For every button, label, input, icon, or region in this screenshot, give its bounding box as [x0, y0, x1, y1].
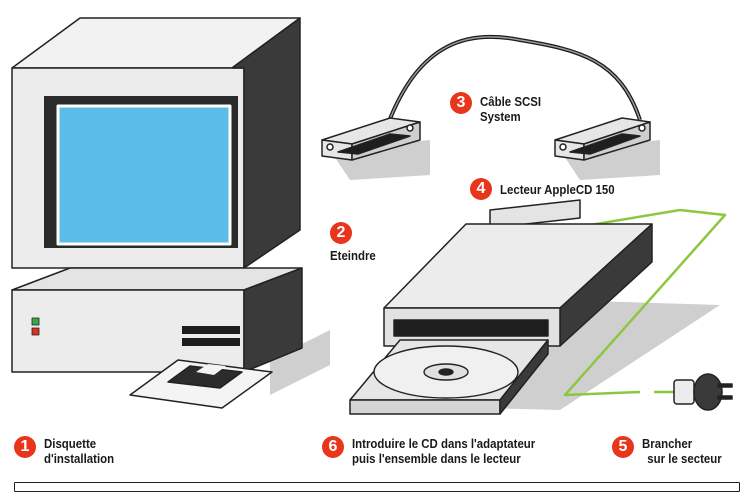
step-4: 4 Lecteur AppleCD 150 — [470, 178, 630, 200]
step-3: 3 Câble SCSI System — [450, 92, 549, 124]
step-2: 2 Eteindre — [330, 222, 382, 263]
step-badge: 2 — [330, 222, 352, 244]
power-cable — [559, 208, 727, 397]
step-label: Lecteur AppleCD 150 — [500, 182, 615, 197]
bottom-rule — [14, 482, 740, 492]
floppy-disk-icon — [129, 359, 273, 409]
step-label-line1: Eteindre — [330, 248, 376, 263]
step-label-line2: System — [480, 109, 521, 124]
step-badge: 3 — [450, 92, 472, 114]
step-label: Brancher sur le secteur — [642, 436, 722, 466]
step-label-line1: Lecteur AppleCD 150 — [500, 181, 615, 197]
step-label-line1: Disquette — [44, 436, 97, 451]
step-badge: 5 — [612, 436, 634, 458]
scsi-connector-icon — [554, 117, 651, 161]
step-badge: 6 — [322, 436, 344, 458]
step-6: 6 Introduire le CD dans l'adaptateur pui… — [322, 436, 560, 466]
step-label-line1: Brancher — [642, 436, 693, 451]
step-label-line2: puis l'ensemble dans le lecteur — [352, 451, 521, 466]
step-label: Introduire le CD dans l'adaptateur puis … — [352, 436, 535, 466]
step-label-line1: Câble SCSI — [480, 94, 542, 109]
step-badge: 4 — [470, 178, 492, 200]
step-5: 5 Brancher sur le secteur — [612, 436, 733, 466]
cd-disc-icon — [373, 345, 519, 399]
power-plug-icon — [654, 373, 733, 411]
step-1: 1 Disquette d'installation — [14, 436, 124, 466]
step-label: Câble SCSI System — [480, 94, 541, 124]
scsi-connector-icon — [321, 117, 421, 161]
step-badge: 1 — [14, 436, 36, 458]
step-label-line2: d'installation — [44, 451, 115, 466]
step-label-line2: sur le secteur — [647, 451, 722, 466]
scsi-cable — [386, 34, 642, 125]
step-label: Disquette d'installation — [44, 436, 114, 466]
step-label-line1: Introduire le CD dans l'adaptateur — [352, 436, 536, 451]
computer-icon — [11, 17, 303, 373]
step-label: Eteindre — [330, 248, 376, 263]
